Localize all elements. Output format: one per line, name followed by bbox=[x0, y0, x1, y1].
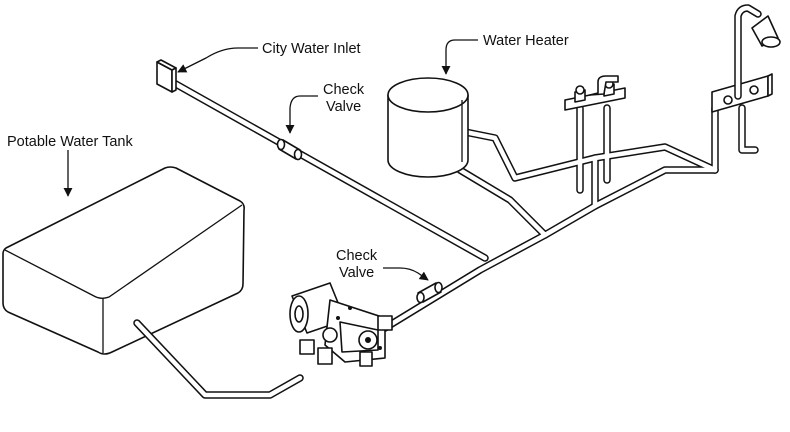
label-city-water-inlet: City Water Inlet bbox=[177, 41, 361, 73]
check-valve-top bbox=[276, 138, 303, 161]
check-valve-bottom-text-line2: Valve bbox=[339, 265, 374, 281]
shower-fixture bbox=[711, 4, 781, 113]
city-water-inlet-text: City Water Inlet bbox=[262, 41, 361, 57]
check-valve-top-text-line1: Check bbox=[323, 82, 365, 98]
pipe-network bbox=[133, 74, 759, 399]
check-valve-bottom bbox=[416, 281, 443, 304]
city-water-inlet-plate bbox=[156, 59, 177, 93]
sink-faucet bbox=[564, 75, 626, 111]
label-check-valve-bottom: Check Valve bbox=[336, 248, 429, 281]
check-valve-bottom-text-line1: Check bbox=[336, 248, 378, 264]
water-pump bbox=[289, 282, 393, 367]
potable-water-tank bbox=[2, 166, 245, 355]
label-check-valve-top: Check Valve bbox=[285, 82, 365, 134]
label-potable-water-tank: Potable Water Tank bbox=[7, 134, 133, 197]
label-water-heater: Water Heater bbox=[441, 33, 569, 75]
water-heater bbox=[387, 77, 469, 178]
potable-water-tank-text: Potable Water Tank bbox=[7, 134, 133, 150]
check-valve-top-text-line2: Valve bbox=[326, 99, 361, 115]
water-heater-text: Water Heater bbox=[483, 33, 569, 49]
